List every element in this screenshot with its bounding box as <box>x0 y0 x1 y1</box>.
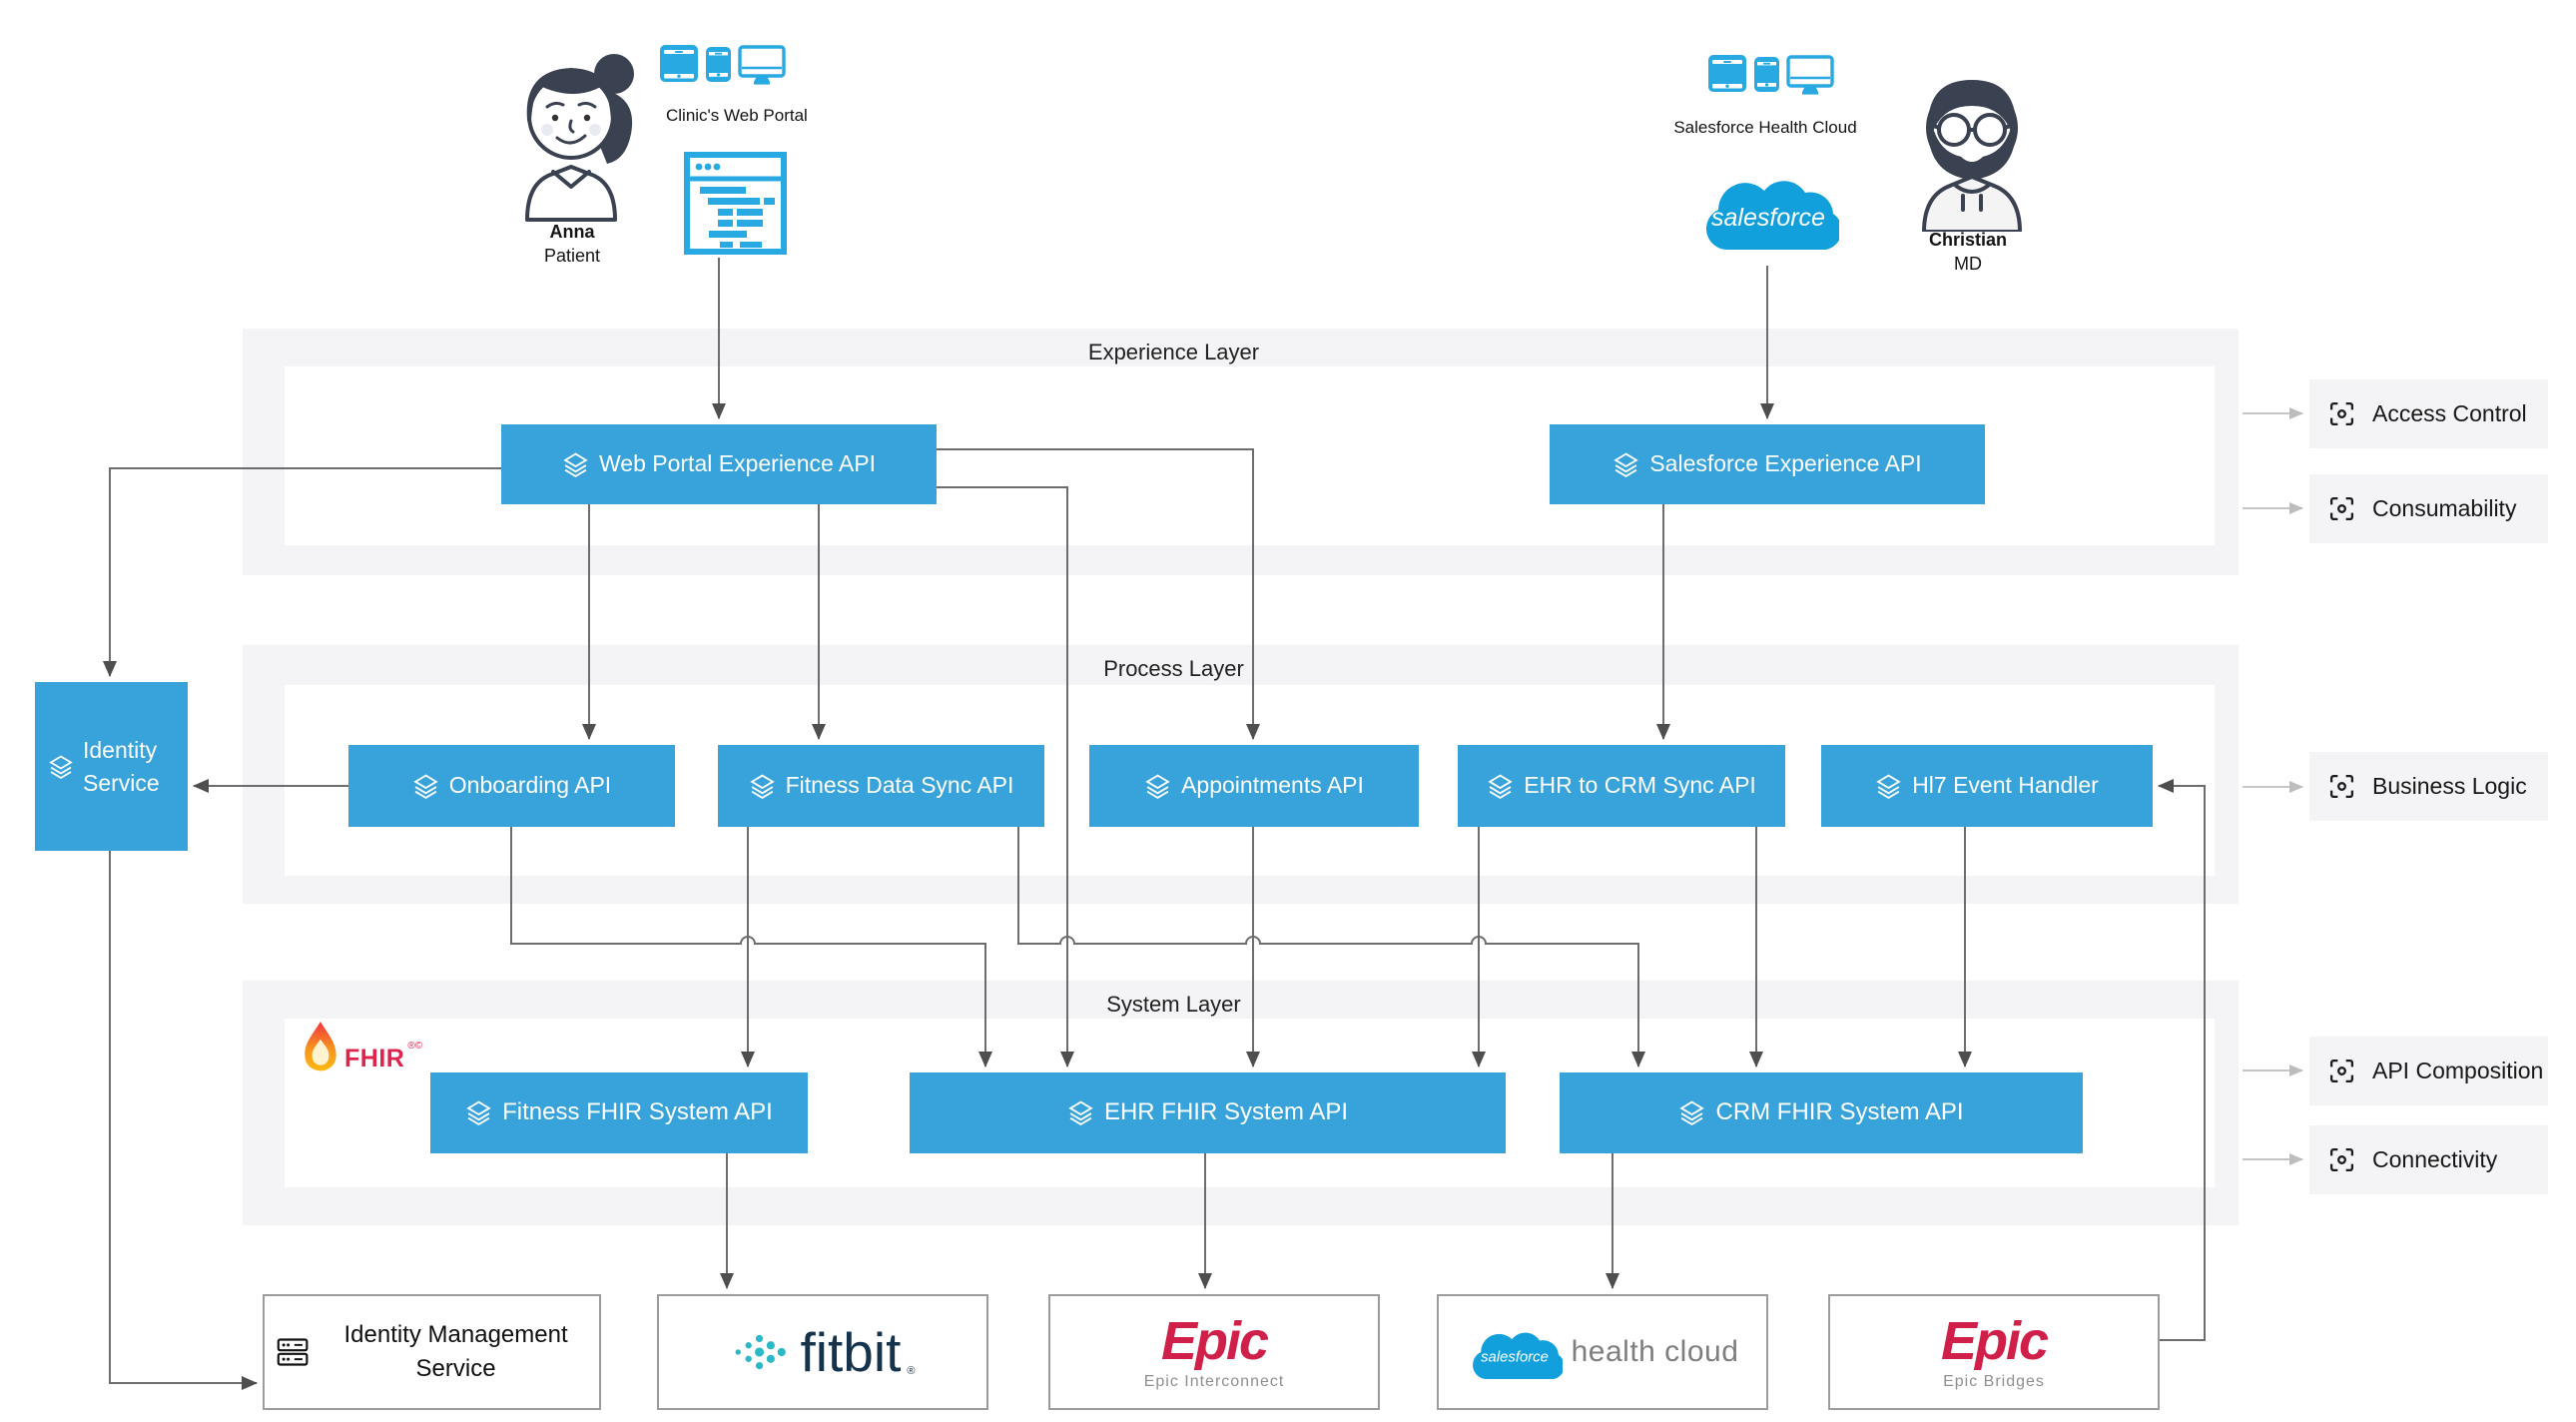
api-label: Fitness FHIR System API <box>502 1098 773 1126</box>
wire-webportal-to-identity-service <box>103 467 501 677</box>
api-label: CRM FHIR System API <box>1715 1098 1964 1126</box>
christian-role: MD <box>1954 254 1982 275</box>
api-label: EHR FHIR System API <box>1103 1098 1349 1126</box>
christian-label: Christian MD <box>1868 228 2068 277</box>
governance-icon <box>2329 401 2354 426</box>
fhir-marks: ®© <box>407 1041 423 1052</box>
capability-business-logic[interactable]: Business Logic <box>2309 752 2548 821</box>
api-label: Fitness Data Sync API <box>785 772 1014 799</box>
experience-layer-label: Experience Layer <box>1087 340 1260 364</box>
api-layers-icon <box>1145 774 1170 799</box>
salesforce-wordmark-small: salesforce <box>1481 1349 1549 1365</box>
fhir-wordmark: FHIR <box>344 1045 405 1072</box>
epic-wordmark: Epic <box>1940 1310 2049 1371</box>
wire-fitness-sync-to-crm-fhir <box>1017 827 1645 1067</box>
onboarding-api-node[interactable]: Onboarding API <box>348 745 675 827</box>
health-cloud-wordmark: health cloud <box>1571 1335 1739 1368</box>
anna-name: Anna <box>549 222 595 242</box>
api-layers-icon <box>1876 774 1901 799</box>
salesforce-health-cloud-node[interactable]: salesforce health cloud <box>1437 1294 1768 1410</box>
api-layers-icon <box>1488 774 1513 799</box>
api-label: EHR to CRM Sync API <box>1524 772 1756 799</box>
capability-consumability[interactable]: Consumability <box>2309 474 2548 543</box>
salesforce-devices-icon[interactable] <box>1707 52 1837 96</box>
wire-identity-service-to-idm <box>109 851 258 1390</box>
epic-wordmark: Epic <box>1160 1310 1269 1371</box>
identity-service-label: Identity Service <box>83 737 160 796</box>
api-label: Onboarding API <box>448 772 612 799</box>
capability-label: Business Logic <box>2372 773 2527 799</box>
system-layer-label: System Layer <box>1106 992 1241 1017</box>
salesforce-cloud-icon: salesforce <box>1472 1332 1563 1380</box>
anna-role: Patient <box>543 246 601 267</box>
api-label: Hl7 Event Handler <box>1912 772 2099 799</box>
capability-access-control[interactable]: Access Control <box>2309 379 2548 448</box>
capability-label: Consumability <box>2372 495 2517 521</box>
governance-icon <box>2329 1059 2354 1083</box>
christian-avatar[interactable] <box>1893 46 2051 232</box>
fitbit-node[interactable]: fitbit ® <box>657 1294 988 1410</box>
capability-label: API Composition <box>2372 1058 2544 1083</box>
capability-connectivity[interactable]: Connectivity <box>2309 1125 2548 1194</box>
epic-interconnect-caption: Epic Interconnect <box>1143 1372 1285 1390</box>
web-portal-experience-api-node[interactable]: Web Portal Experience API <box>501 424 937 504</box>
anna-avatar[interactable] <box>495 34 653 222</box>
fhir-flame-icon <box>305 1022 336 1071</box>
governance-icon <box>2329 774 2354 799</box>
fitbit-registered-mark: ® <box>907 1365 916 1377</box>
capability-api-composition[interactable]: API Composition <box>2309 1037 2548 1105</box>
anna-label: Anna Patient <box>472 220 672 269</box>
api-layers-icon <box>466 1100 491 1126</box>
salesforce-experience-api-node[interactable]: Salesforce Experience API <box>1550 424 1985 504</box>
capability-label: Access Control <box>2372 400 2527 426</box>
clinic-devices-icon[interactable] <box>659 42 789 86</box>
clinic-web-portal-label: Clinic's Web Portal <box>666 106 808 125</box>
epic-bridges-node[interactable]: Epic Epic Bridges <box>1828 1294 2160 1410</box>
appointments-api-node[interactable]: Appointments API <box>1089 745 1419 827</box>
governance-icon <box>2329 1147 2354 1172</box>
api-label: Appointments API <box>1181 772 1364 799</box>
api-layers-icon <box>1679 1100 1705 1126</box>
salesforce-cloud-logo[interactable]: salesforce <box>1697 156 1839 264</box>
hl7-event-handler-node[interactable]: Hl7 Event Handler <box>1821 745 2153 827</box>
fitness-data-sync-api-node[interactable]: Fitness Data Sync API <box>718 745 1044 827</box>
christian-name: Christian <box>1928 230 2007 250</box>
salesforce-wordmark: salesforce <box>1711 204 1825 232</box>
api-label: Web Portal Experience API <box>599 450 876 477</box>
identity-management-service-node[interactable]: Identity Management Service <box>263 1294 601 1410</box>
server-icon <box>277 1338 309 1366</box>
wire-webportal-to-appointments <box>937 448 1260 740</box>
epic-interconnect-node[interactable]: Epic Epic Interconnect <box>1048 1294 1380 1410</box>
api-layers-icon <box>49 754 73 779</box>
wire-webportal-to-ehr-fhir <box>937 486 1074 1067</box>
ehr-fhir-system-api-node[interactable]: EHR FHIR System API <box>910 1072 1506 1153</box>
capability-label: Connectivity <box>2372 1146 2498 1172</box>
web-portal-browser-icon[interactable] <box>684 152 788 256</box>
fitbit-dots-icon <box>735 1334 786 1370</box>
crm-fhir-system-api-node[interactable]: CRM FHIR System API <box>1560 1072 2083 1153</box>
api-layers-icon <box>563 452 588 477</box>
api-label: Salesforce Experience API <box>1649 450 1922 477</box>
fitness-fhir-system-api-node[interactable]: Fitness FHIR System API <box>430 1072 808 1153</box>
wire-epic-bridges-to-hl7 <box>2158 779 2206 1341</box>
epic-bridges-caption: Epic Bridges <box>1943 1372 2045 1390</box>
governance-icon <box>2329 496 2354 521</box>
api-layers-icon <box>1068 1100 1093 1126</box>
api-layers-icon <box>1613 452 1639 477</box>
api-layers-icon <box>413 774 438 799</box>
fitbit-wordmark: fitbit <box>800 1320 902 1383</box>
fhir-logo: FHIR ®© <box>300 1021 422 1074</box>
ehr-to-crm-sync-api-node[interactable]: EHR to CRM Sync API <box>1458 745 1785 827</box>
salesforce-health-cloud-label: Salesforce Health Cloud <box>1673 118 1857 137</box>
api-layers-icon <box>749 774 775 799</box>
process-layer-label: Process Layer <box>1103 656 1244 681</box>
identity-management-label: Identity Management Service <box>343 1321 568 1382</box>
identity-service-node[interactable]: Identity Service <box>35 682 188 851</box>
